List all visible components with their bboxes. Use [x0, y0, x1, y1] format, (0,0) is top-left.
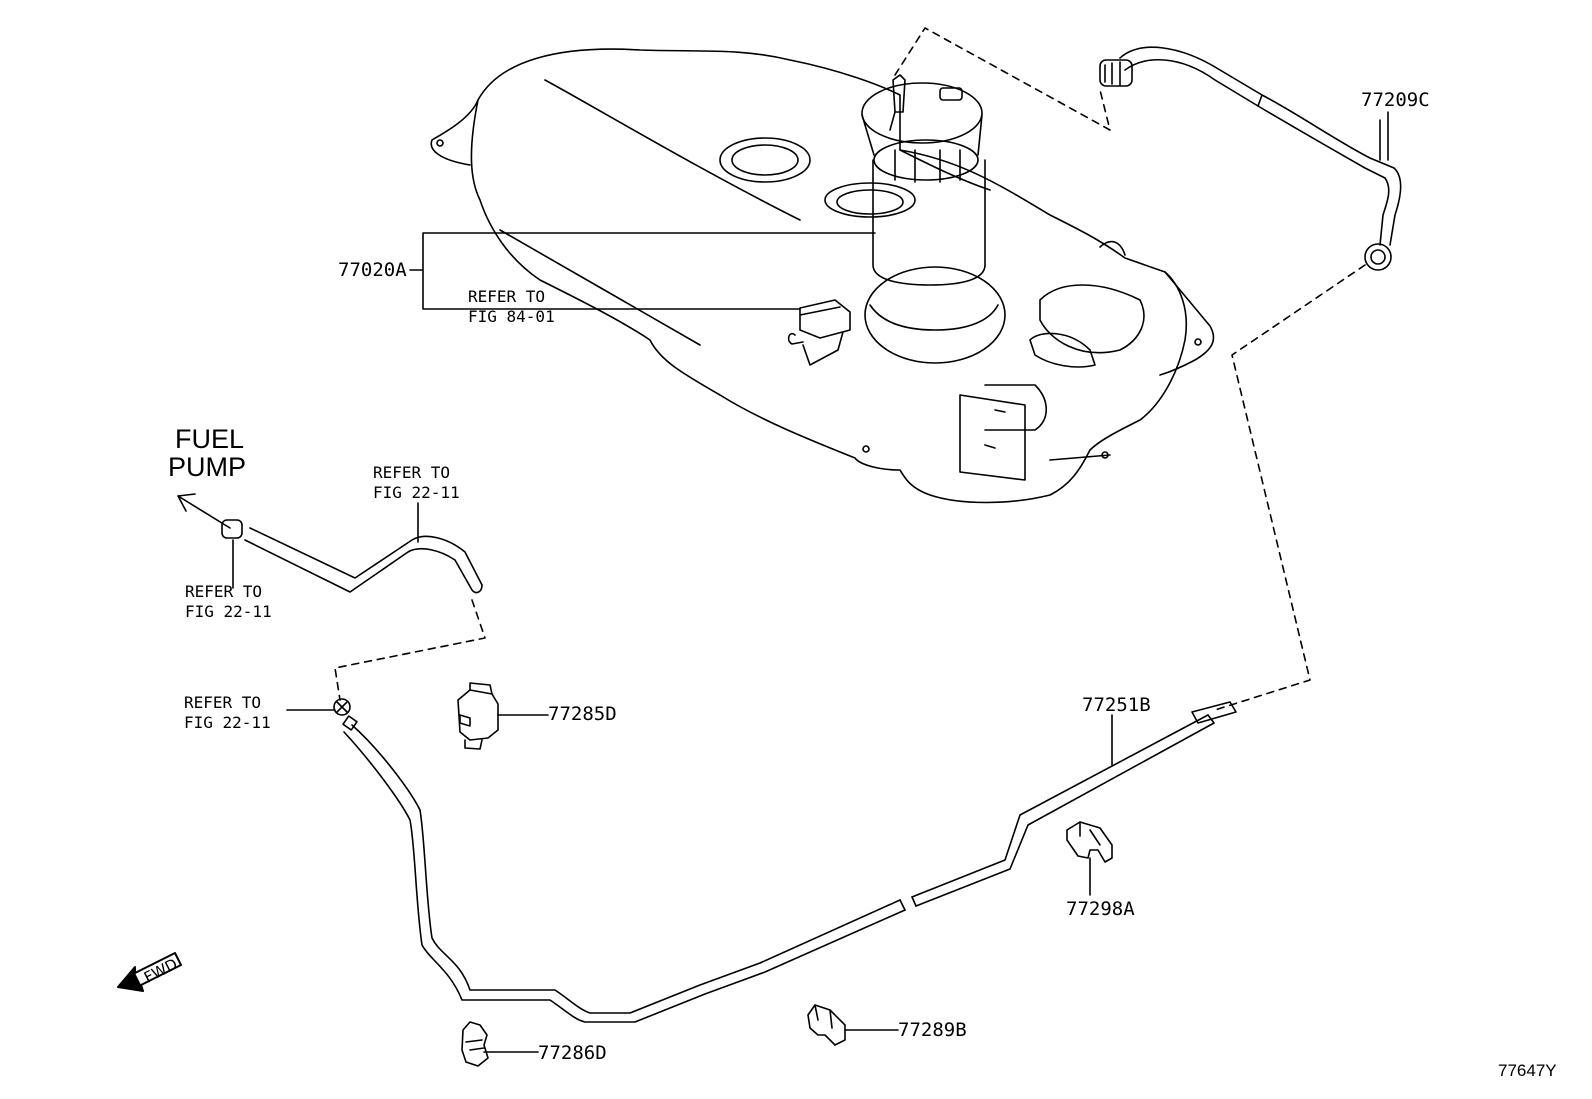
label-77298A: 77298A [1066, 898, 1135, 920]
ref-fig-22-11-lower-line2: FIG 22-11 [184, 713, 271, 732]
clip-77285D [457, 682, 549, 750]
fuel-tank [430, 48, 1215, 504]
dashed-link-hoses [334, 599, 486, 701]
ref-fig-22-11-left-line1: REFER TO [185, 582, 263, 601]
ref-fig-22-11-left-line2: FIG 22-11 [185, 602, 272, 621]
ref-fig-22-11-top-line2: FIG 22-11 [373, 483, 460, 502]
label-77286D: 77286D [538, 1042, 607, 1064]
fuel-pump-arrow [177, 493, 231, 529]
label-77289B: 77289B [898, 1019, 967, 1041]
clip-77298A [1066, 821, 1113, 896]
label-77285D: 77285D [548, 703, 617, 725]
fuel-pump-hose [221, 519, 483, 594]
fuel-pump-label-line2: PUMP [168, 452, 247, 483]
ref-fig-84-01: REFER TO FIG 84-01 [468, 287, 555, 327]
dashed-link-77209C-77251B [1214, 264, 1366, 711]
fuel-line-77251B [333, 698, 1237, 1023]
dashed-link-pump-77209C [894, 27, 1111, 131]
fwd-label: FWD [141, 955, 180, 987]
label-77209C: 77209C [1361, 89, 1430, 111]
ref-fig-22-11-left: REFER TO FIG 22-11 [185, 582, 272, 622]
label-77020A: 77020A [338, 259, 407, 281]
ref-fig-22-11-lower-line1: REFER TO [184, 693, 262, 712]
leader-77020A [409, 232, 876, 310]
ref-fig-22-11-top-line1: REFER TO [373, 463, 451, 482]
sender-connector [787, 299, 851, 366]
ref-fig-84-01-line2: FIG 84-01 [468, 307, 555, 326]
ref-fig-84-01-line1: REFER TO [468, 287, 546, 306]
fuel-pump-label-line1: FUEL [175, 424, 245, 454]
label-77251B: 77251B [1082, 694, 1151, 716]
clip-77289B [807, 1004, 899, 1046]
fuel-pump-assembly [861, 74, 986, 286]
figure-id: 77647Y [1498, 1061, 1557, 1080]
fuel-pump-label: FUEL PUMP [168, 425, 246, 482]
ref-fig-22-11-top: REFER TO FIG 22-11 [373, 463, 460, 503]
clip-77286D [461, 1021, 539, 1067]
fwd-arrow-icon: FWD [117, 952, 182, 992]
ref-fig-22-11-lower: REFER TO FIG 22-11 [184, 693, 271, 733]
hose-77209C [1099, 46, 1402, 271]
